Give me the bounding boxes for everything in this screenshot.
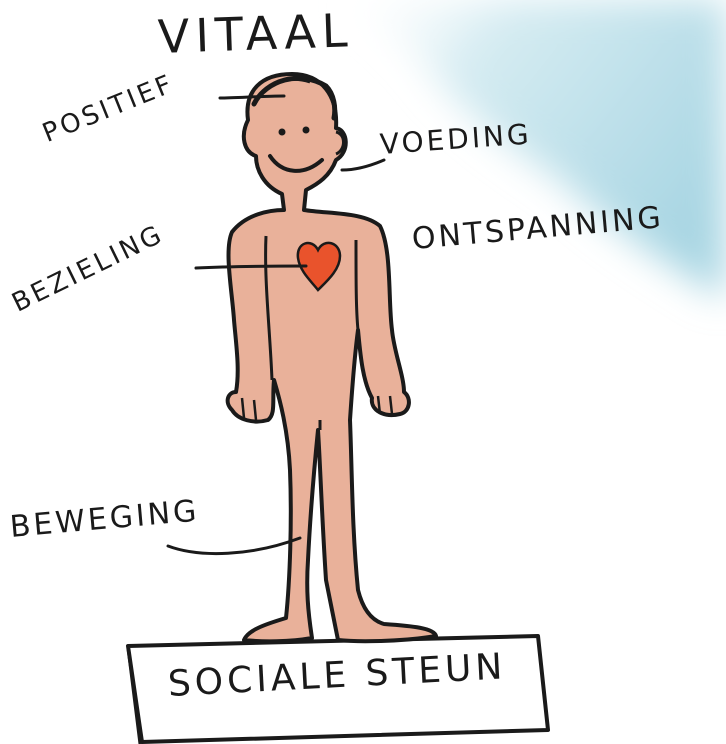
ear [335,130,345,156]
pointer-bezieling [194,264,308,270]
pointer-voeding [340,158,386,172]
pointer-beweging [166,536,302,556]
right-eye [302,126,310,134]
person-body [225,72,438,644]
pointer-positief [218,94,286,100]
sky-wash [330,0,726,300]
hair [251,75,338,121]
smile [268,154,324,173]
heart-shape [296,241,342,292]
left-eye [278,128,286,136]
title-label: VITAAL [157,3,355,64]
